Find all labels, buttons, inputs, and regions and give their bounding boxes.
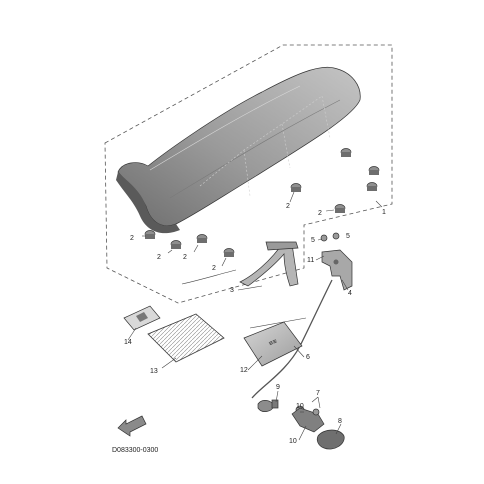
- callout-1: 1: [382, 209, 386, 216]
- callout-2: 2: [212, 265, 216, 272]
- leader-lines: [127, 191, 383, 441]
- callout-7: 7: [316, 390, 320, 397]
- seat-cover-pad: ≡≡: [243, 321, 303, 367]
- seat-bracket: [239, 241, 299, 287]
- callout-3: 3: [230, 287, 234, 294]
- callout-5: 5: [311, 237, 315, 244]
- callout-labels: 1 2 2 2 2 2 2 3 4 5 5 6 7 8 9 10 10 11 1…: [124, 203, 386, 445]
- damper: [196, 234, 208, 243]
- seat-assembly-boundary: [104, 44, 393, 304]
- seat-lock-assembly: [320, 232, 353, 291]
- callout-5: 5: [346, 233, 350, 240]
- diagram-code: D083300-0300: [112, 447, 158, 454]
- callout-13: 13: [150, 368, 158, 375]
- callout-11: 11: [307, 257, 314, 264]
- damper: [290, 183, 302, 192]
- damper: [334, 204, 346, 213]
- callout-2: 2: [286, 203, 290, 210]
- damper: [368, 166, 380, 175]
- damper: [144, 230, 156, 239]
- callout-2: 2: [318, 210, 322, 217]
- damper: [366, 182, 378, 191]
- damper: [223, 248, 235, 257]
- seat-illustration: [116, 66, 361, 234]
- callout-2: 2: [157, 254, 161, 261]
- callout-9: 9: [276, 384, 280, 391]
- callout-2: 2: [130, 235, 134, 242]
- callout-8: 8: [338, 418, 342, 425]
- damper-group: [144, 148, 380, 257]
- callout-10: 10: [296, 403, 304, 410]
- damper: [340, 148, 352, 157]
- callout-4: 4: [348, 290, 352, 297]
- callout-14: 14: [124, 339, 132, 346]
- front-direction-arrow: [117, 415, 147, 437]
- cable-guide-line: [249, 317, 307, 329]
- callout-10: 10: [289, 438, 297, 445]
- damper: [170, 240, 182, 249]
- callout-2: 2: [183, 254, 187, 261]
- manual-sheet: [147, 313, 225, 363]
- tool-kit-parts: [257, 399, 345, 450]
- svg-text:≡≡: ≡≡: [268, 338, 278, 348]
- callout-12: 12: [240, 367, 248, 374]
- warning-label: [123, 305, 161, 331]
- callout-6: 6: [306, 354, 310, 361]
